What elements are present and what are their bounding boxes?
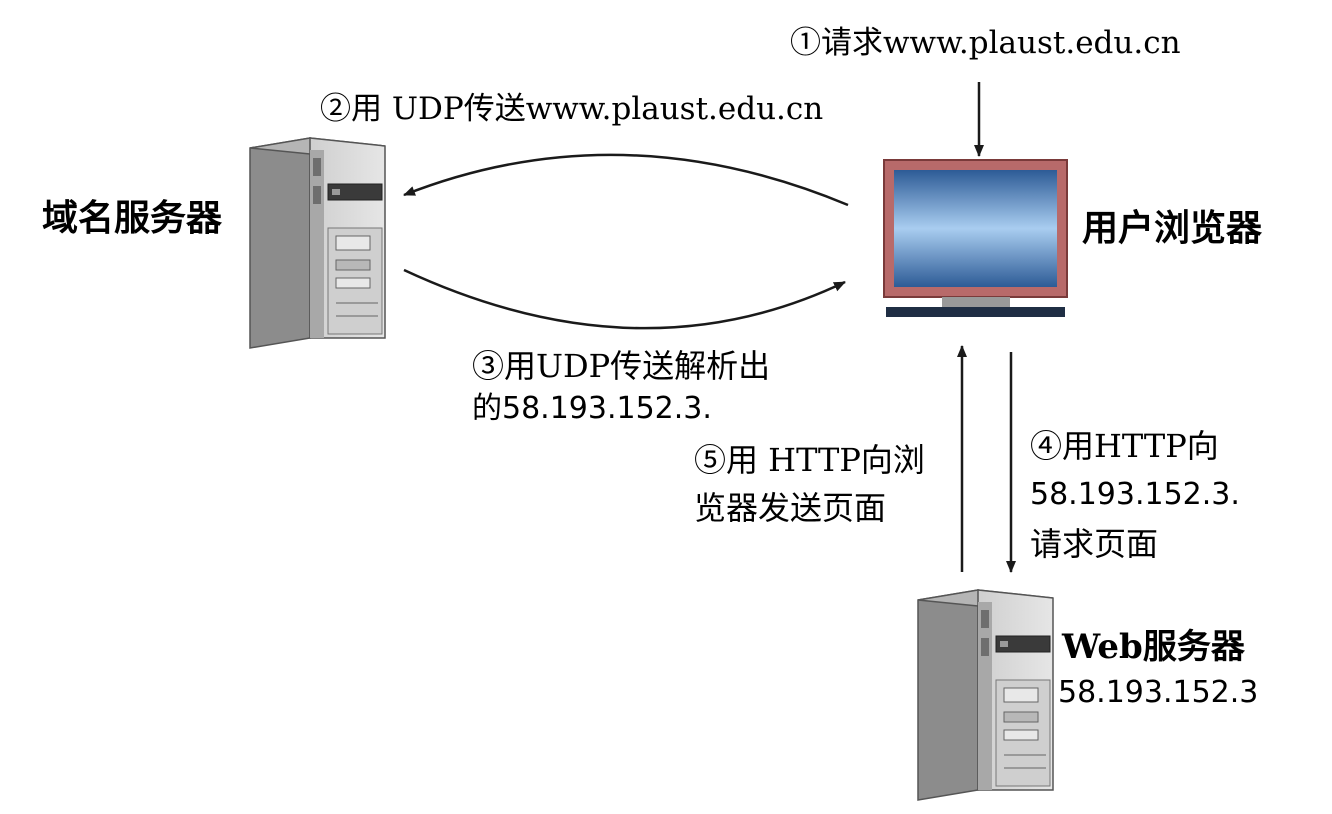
- step1-label: ①请求www.plaust.edu.cn: [790, 25, 1181, 61]
- step2-arrow: [403, 153, 849, 207]
- step5-label-line2: 览器发送页面: [694, 489, 887, 527]
- web-server-ip: 58.193.152.3: [1058, 675, 1259, 710]
- dns-server-icon: [249, 137, 386, 349]
- step4-label-line1: ④用HTTP向: [1030, 427, 1219, 465]
- step3-label-line1: ③用UDP传送解析出: [472, 347, 771, 385]
- web-server-label: Web服务器: [1062, 627, 1245, 667]
- web-server-icon: [917, 589, 1054, 801]
- step4-label-line2: 58.193.152.3.: [1030, 477, 1240, 512]
- step2-label: ②用 UDP传送www.plaust.edu.cn: [320, 91, 824, 127]
- step4-label-line3: 请求页面: [1030, 525, 1159, 563]
- step3-label-line2: 的58.193.152.3.: [472, 391, 712, 426]
- step3-arrow: [403, 268, 846, 330]
- step5-label-line1: ⑤用 HTTP向浏: [694, 441, 925, 479]
- dns-server-label: 域名服务器: [42, 197, 223, 239]
- browser-label: 用户浏览器: [1082, 207, 1263, 249]
- monitor-icon: [883, 159, 1068, 317]
